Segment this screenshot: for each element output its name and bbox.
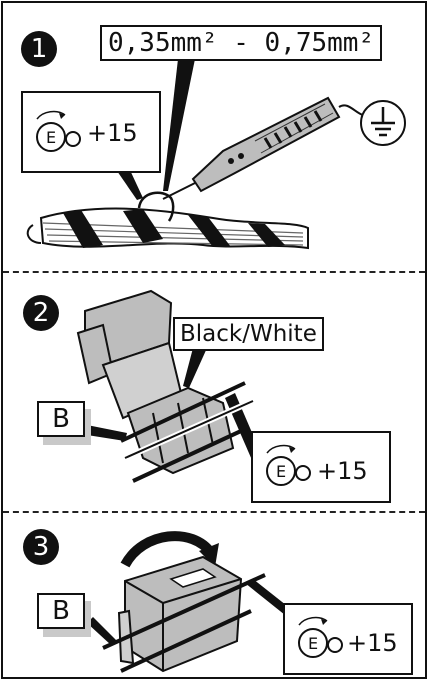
- torque-callout-3: E +15: [283, 603, 413, 675]
- wire-gauge-spec-label: 0,35mm² - 0,75mm²: [100, 25, 382, 61]
- torque-key-icon: E: [259, 439, 319, 499]
- spec-pointer: [163, 59, 195, 191]
- svg-text:E: E: [308, 634, 318, 653]
- torque-value: +15: [317, 457, 368, 485]
- connector-b-label: B: [37, 593, 85, 629]
- step-number-badge: 2: [23, 295, 59, 331]
- ground-symbol-icon: [361, 101, 405, 145]
- torque-value: +15: [347, 629, 398, 657]
- step-3-panel: 3 B E +15: [3, 513, 425, 679]
- connector-b-label: B: [37, 401, 85, 437]
- b-pointer: [87, 425, 127, 441]
- svg-text:E: E: [46, 128, 56, 147]
- step-1-panel: 1 0,35mm² - 0,75mm² E +15: [3, 3, 425, 271]
- torque-key-icon: E: [29, 105, 89, 165]
- wire-color-label: Black/White: [173, 317, 324, 351]
- step-number-badge: 1: [21, 31, 57, 67]
- torque-value: +15: [87, 119, 138, 147]
- svg-text:E: E: [276, 462, 286, 481]
- wire-label-pointer: [183, 348, 207, 388]
- torque-callout-1: E +15: [21, 91, 161, 173]
- wire-bundle: [28, 209, 308, 248]
- torque-callout-2: E +15: [251, 431, 391, 503]
- torque-key-icon: E: [291, 611, 351, 671]
- step-2-panel: 2 Black/White B E +15: [3, 273, 425, 511]
- test-probe: [163, 98, 363, 199]
- b-pointer: [87, 617, 117, 645]
- step-number-badge: 3: [23, 529, 59, 565]
